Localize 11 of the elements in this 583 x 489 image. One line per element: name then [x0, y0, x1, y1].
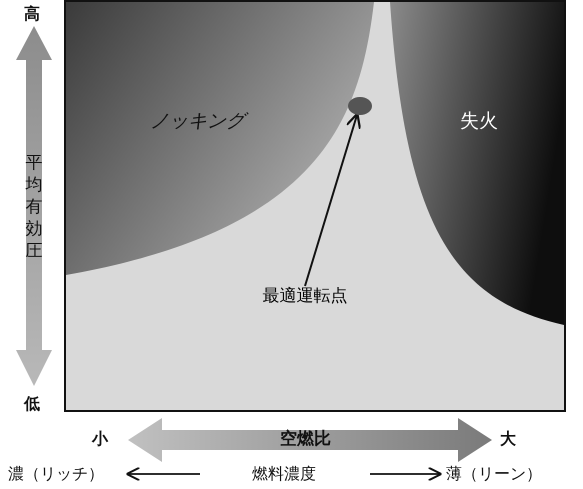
axis-end-label: 薄（リーン） [446, 466, 542, 482]
region-label: 失火 [460, 112, 498, 131]
axis-label: 空燃比 [280, 431, 331, 448]
axis-label: 燃料濃度 [252, 466, 316, 482]
axis-end-label: 大 [500, 431, 516, 447]
axis-end-label: 低 [24, 396, 40, 412]
arrow [304, 112, 362, 286]
annotation-text: 最適運転点 [250, 286, 360, 306]
axis-end-label: 濃（リッチ） [8, 466, 104, 482]
axis-end-label: 小 [92, 431, 108, 447]
axis-end-label: 高 [24, 6, 40, 22]
